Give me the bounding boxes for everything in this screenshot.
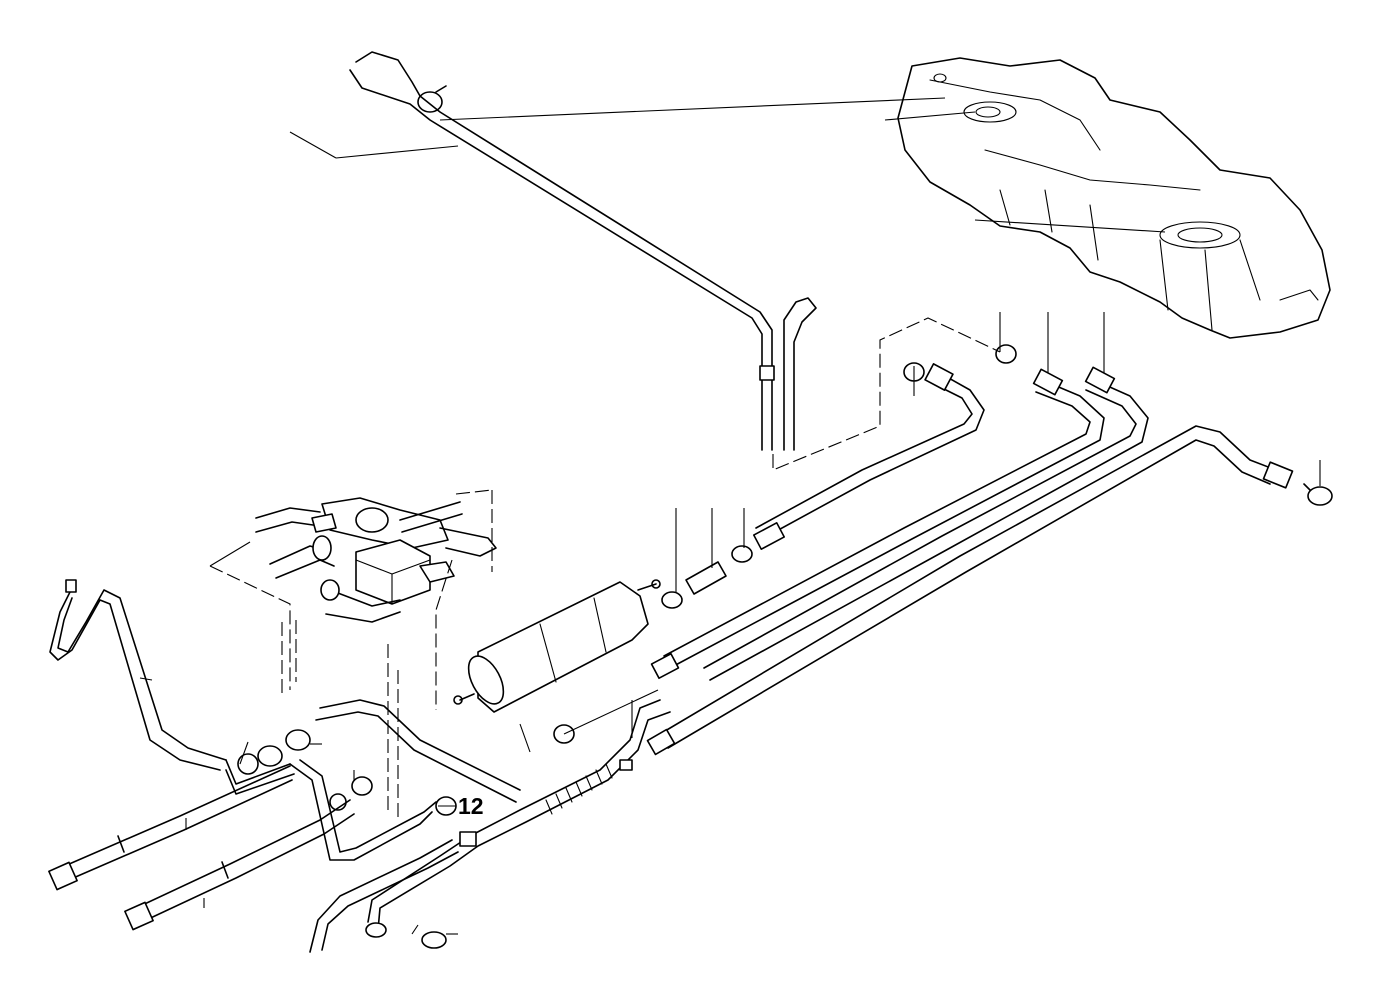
corrugated-line — [309, 699, 671, 953]
fuel-line-return — [650, 368, 1105, 680]
hose-clamp-top — [417, 85, 447, 113]
fuel-line-left-second — [124, 799, 355, 931]
part-number-label: 12 — [458, 793, 484, 819]
filter-connectors — [661, 545, 753, 609]
fuel-line-left-outer — [49, 579, 295, 795]
hose-clamp-right — [1303, 483, 1333, 506]
fuel-line-long — [646, 425, 1294, 756]
fuel-filter — [453, 579, 661, 713]
vent-line-upper — [349, 51, 817, 451]
fuel-line-vent — [703, 366, 1149, 681]
clamps-left — [237, 729, 457, 949]
fuel-line-crossover — [289, 699, 521, 861]
fuel-valve-assembly — [255, 497, 497, 623]
fuel-tank — [897, 57, 1331, 339]
fuel-line-feed — [752, 363, 985, 550]
hose-clamp-center — [903, 344, 1017, 382]
fuel-line-left-long — [48, 765, 293, 891]
